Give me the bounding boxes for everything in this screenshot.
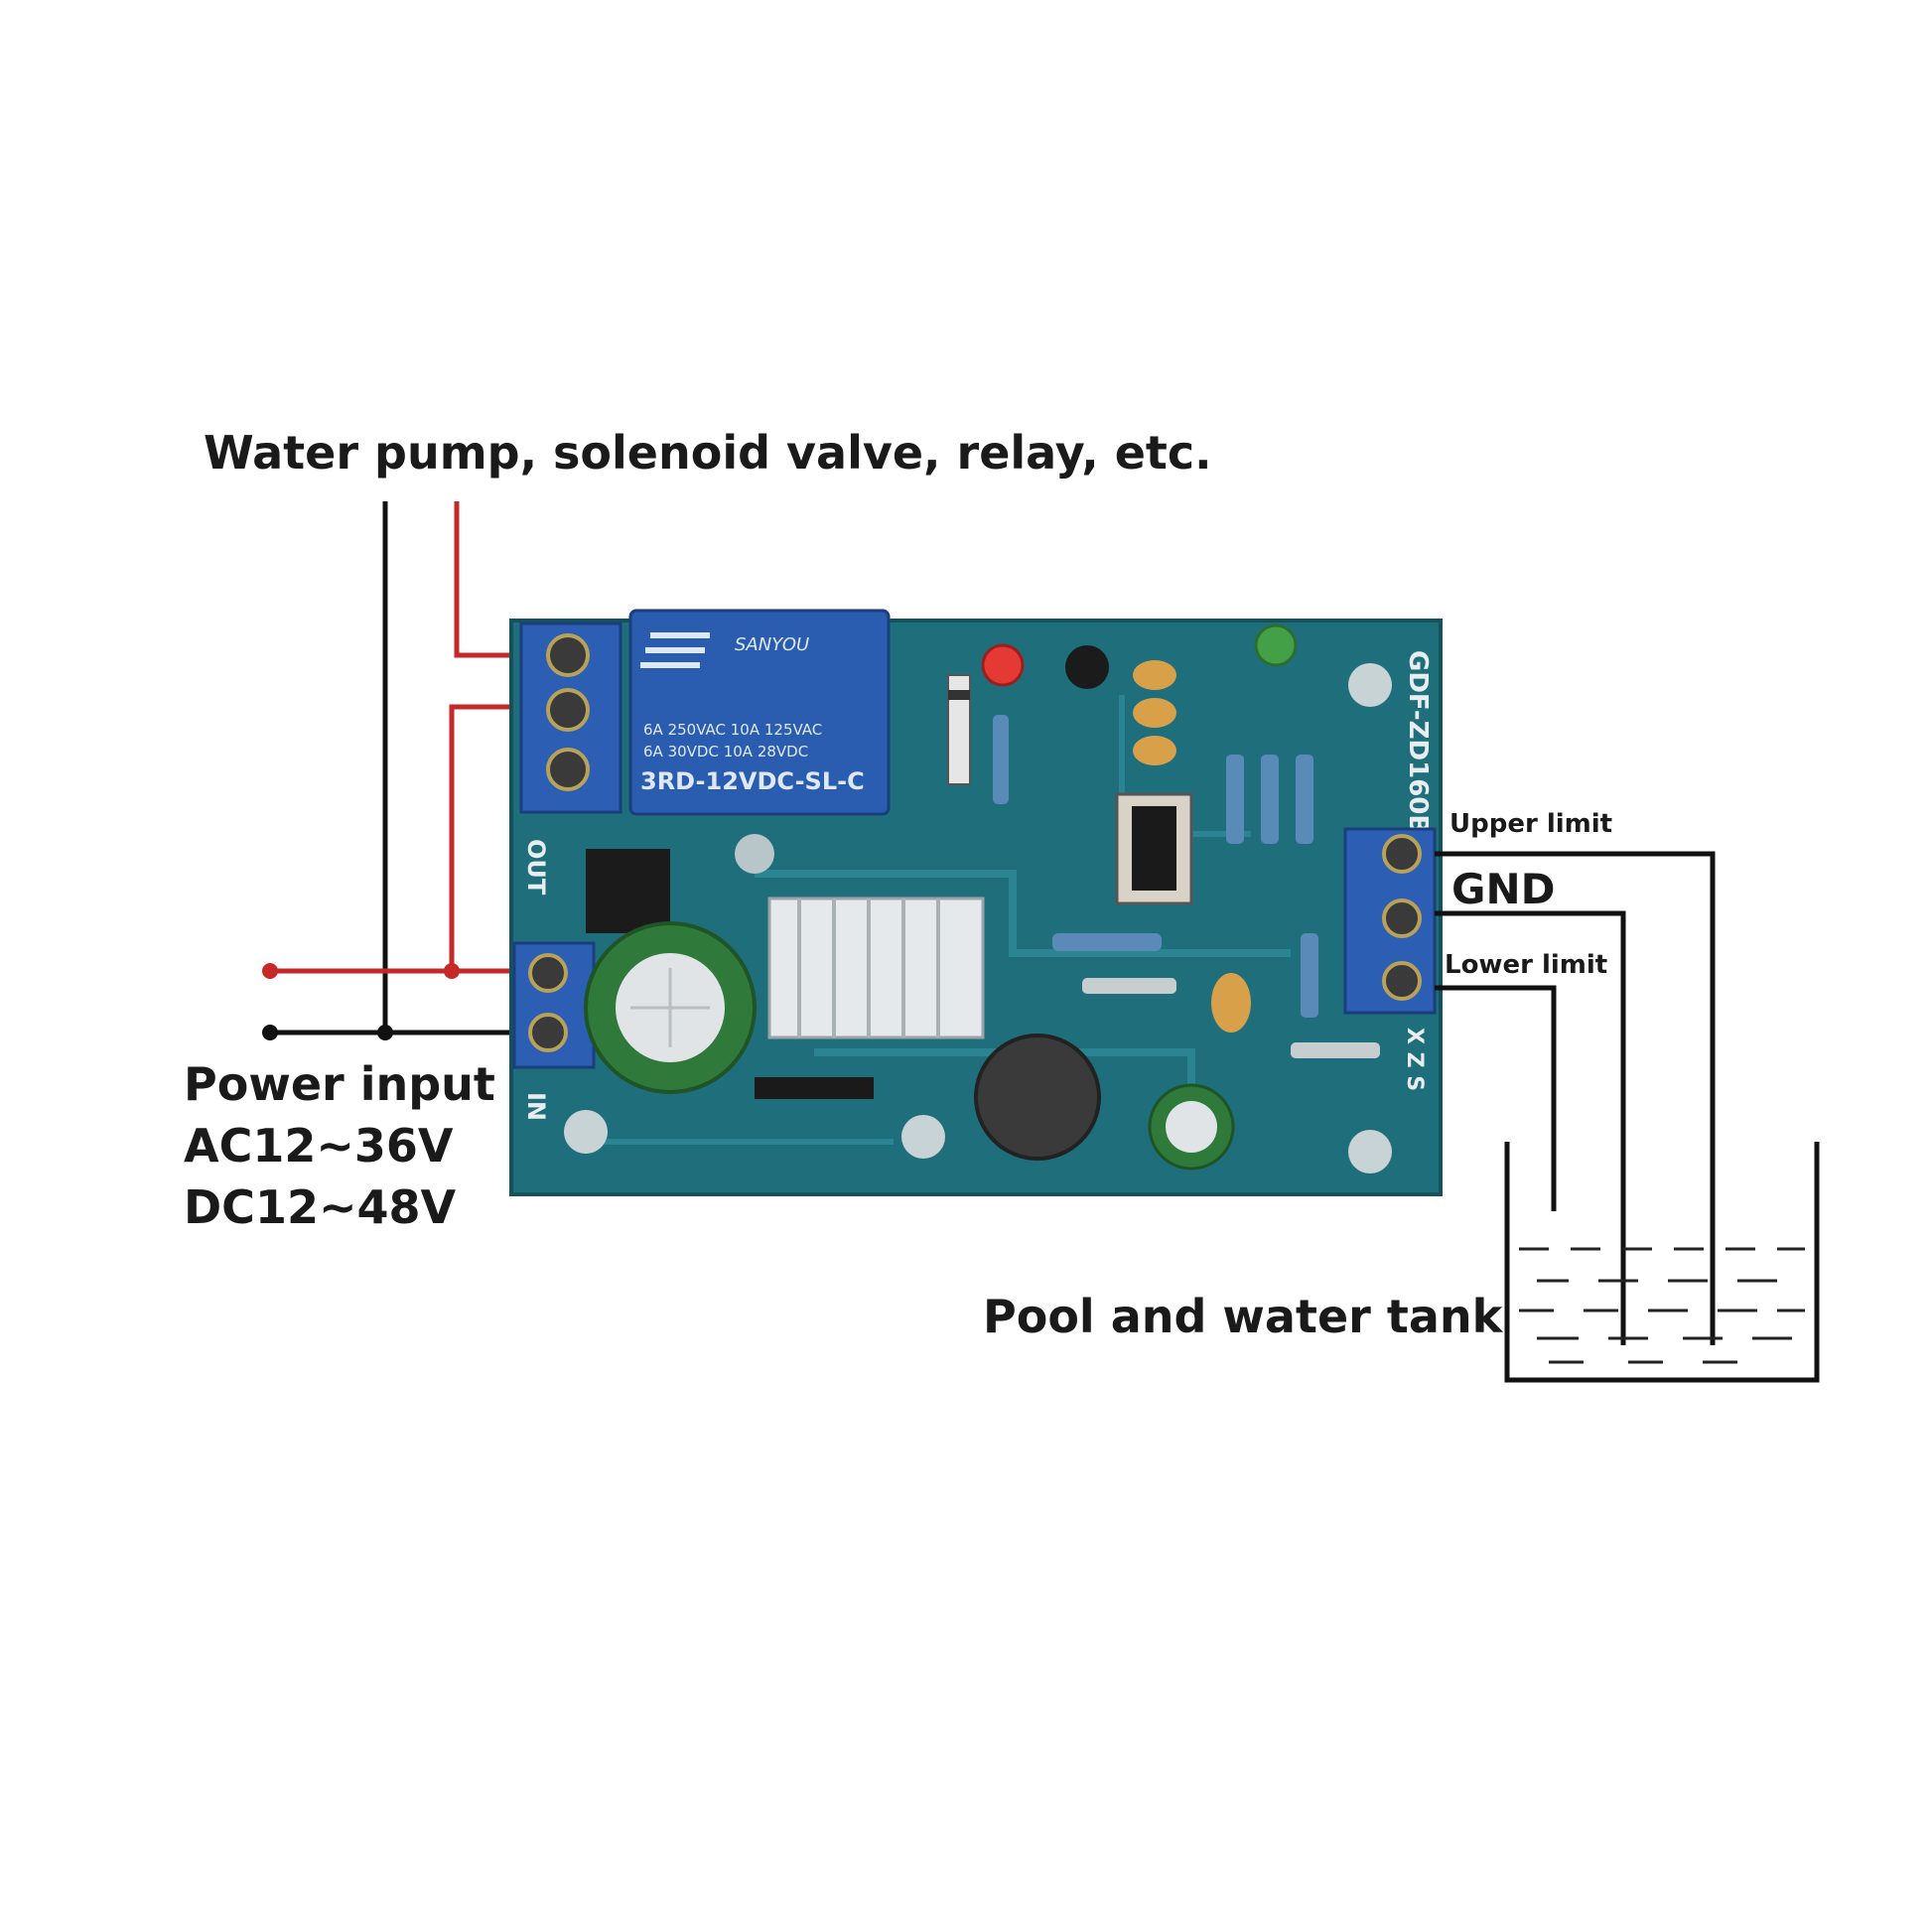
- resistor: [993, 715, 1009, 804]
- relay-brand: SANYOU: [735, 634, 809, 655]
- relay-rating-1: 6A 250VAC 10A 125VAC: [643, 721, 822, 739]
- ceramic-capacitor: [1133, 660, 1176, 690]
- resistor: [1226, 755, 1244, 844]
- components: [584, 623, 1380, 1171]
- ceramic-capacitor: [1133, 698, 1176, 728]
- inductor: [974, 1034, 1101, 1161]
- upper-limit-wire: [1435, 851, 1716, 1345]
- tank-label: Pool and water tank: [983, 1290, 1504, 1343]
- silk-model-label: GDF-ZD160B: [1403, 650, 1433, 834]
- power-dc-label: DC12~48V: [184, 1180, 457, 1234]
- power-ac-label: AC12~36V: [184, 1119, 454, 1173]
- power-input-label: Power input: [184, 1057, 495, 1111]
- mount-hole: [735, 834, 774, 874]
- screw-terminal: [546, 633, 590, 677]
- output-terminal-block: [519, 621, 622, 814]
- resistor: [1261, 755, 1279, 844]
- mount-hole: [564, 1110, 608, 1154]
- diode: [947, 674, 971, 785]
- diode: [755, 1077, 874, 1099]
- relay-rating-2: 6A 30VDC 10A 28VDC: [643, 743, 808, 760]
- screw-terminal: [546, 748, 590, 791]
- screw-terminal: [528, 953, 568, 993]
- power-wire-black-end: [262, 1025, 278, 1040]
- screw-terminal: [528, 1013, 568, 1052]
- screw-terminal: [1382, 961, 1422, 1001]
- power-wire-red-end: [262, 963, 278, 979]
- sensor-terminal-block: [1343, 827, 1437, 1015]
- ceramic-capacitor: [1133, 736, 1176, 765]
- silk-xzs-label: X Z S: [1402, 1028, 1427, 1091]
- resistor: [1296, 755, 1313, 844]
- power-wires: [262, 963, 541, 1040]
- screw-terminal: [1382, 834, 1422, 874]
- load-label: Water pump, solenoid valve, relay, etc.: [204, 426, 1212, 480]
- transistor-small: [1065, 645, 1109, 689]
- lower-limit-wire: [1435, 985, 1557, 1211]
- mount-hole: [1348, 663, 1392, 707]
- gnd-label: GND: [1451, 865, 1556, 913]
- ceramic-capacitor: [1211, 973, 1251, 1033]
- junction-red: [444, 963, 460, 979]
- heatsink: [767, 897, 985, 1039]
- upper-limit-label: Upper limit: [1449, 809, 1612, 839]
- water-surface: [1519, 1247, 1805, 1364]
- resistor: [1301, 933, 1318, 1018]
- resistor: [1052, 933, 1162, 951]
- silk-in-label: IN: [522, 1092, 550, 1121]
- gnd-wire: [1435, 910, 1626, 1345]
- mount-hole: [1348, 1130, 1392, 1173]
- resistor: [1082, 978, 1176, 994]
- relay: SANYOU 6A 250VAC 10A 125VAC 6A 30VDC 10A…: [628, 609, 891, 816]
- relay-model: 3RD-12VDC-SL-C: [640, 767, 865, 795]
- led-red: [981, 643, 1025, 687]
- led-green: [1254, 623, 1298, 667]
- silk-out-label: OUT: [522, 839, 550, 896]
- mount-hole: [901, 1115, 945, 1159]
- screw-terminal: [1382, 898, 1422, 938]
- junction-black: [377, 1025, 393, 1040]
- lower-limit-label: Lower limit: [1445, 950, 1607, 980]
- transistor: [586, 849, 670, 933]
- screw-terminal: [546, 688, 590, 732]
- resistor: [1291, 1042, 1380, 1058]
- tank-outline: [1504, 1142, 1820, 1383]
- power-terminal-block: [512, 941, 596, 1069]
- sensor-wires: [1435, 851, 1716, 1345]
- water-tank: [1504, 1142, 1820, 1383]
